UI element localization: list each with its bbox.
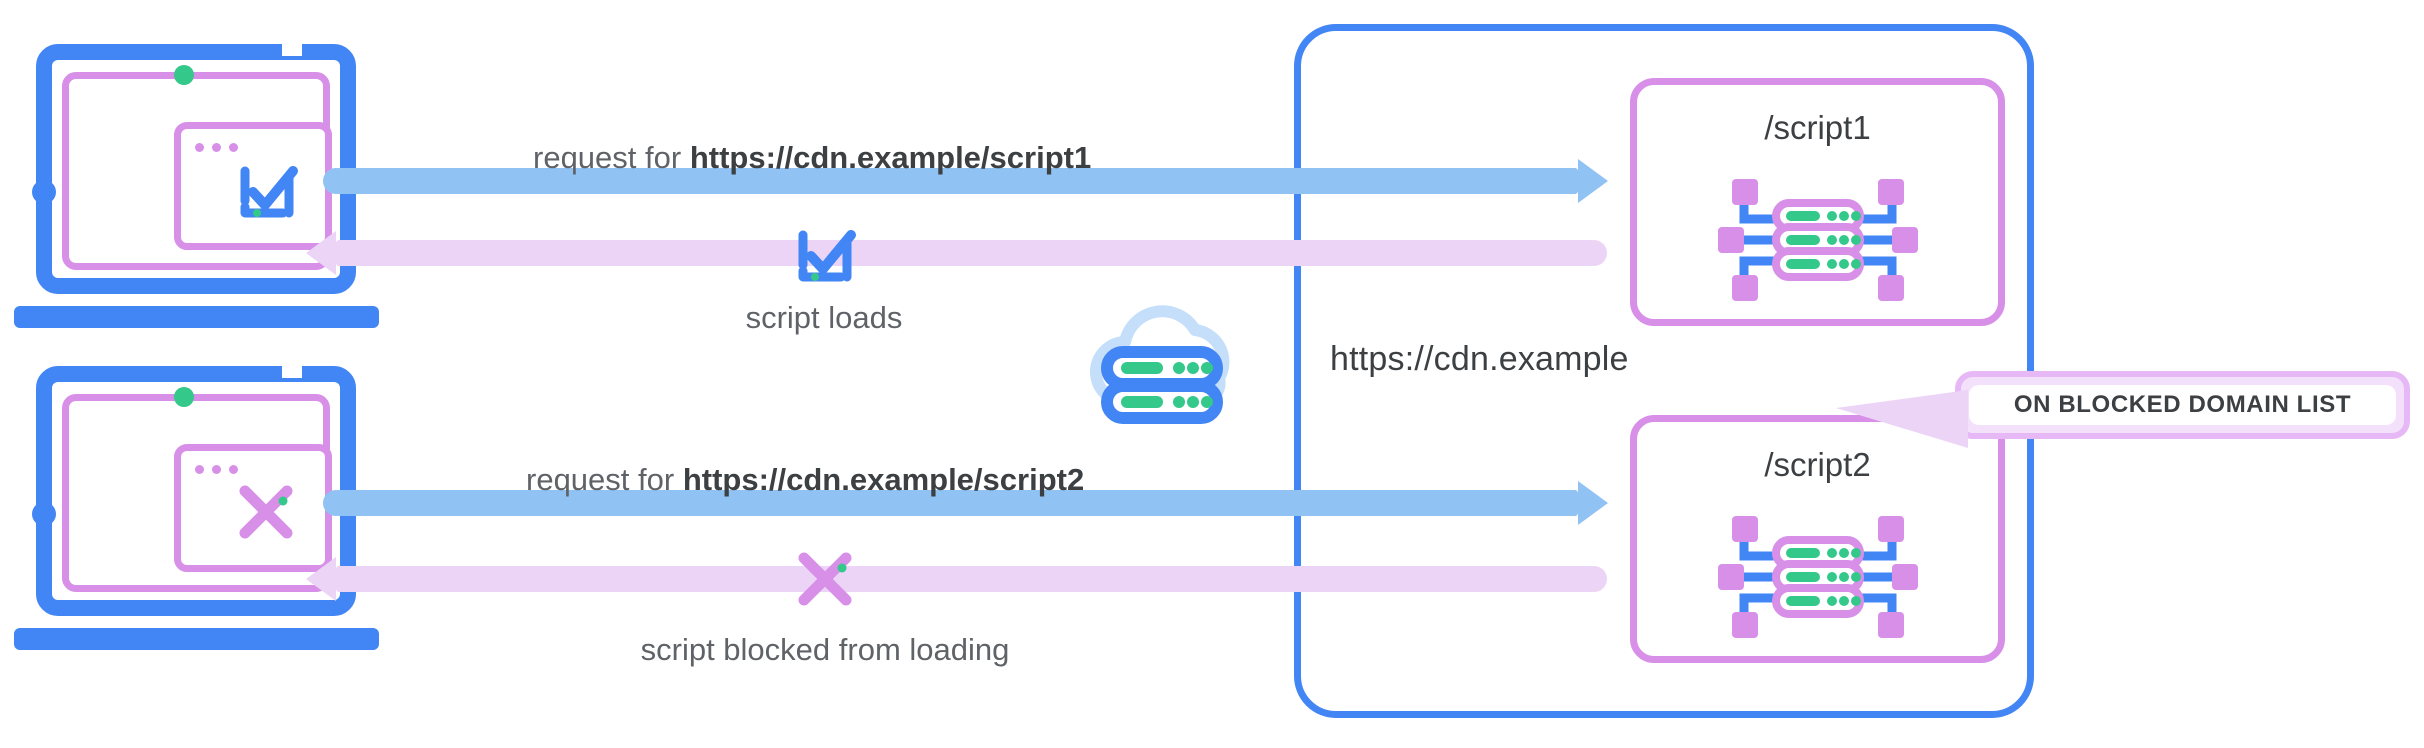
cross-x-icon-result-row2 <box>786 540 864 623</box>
request-prefix-row2: request for <box>526 462 683 497</box>
script-box-script1[interactable]: /script1 <box>1630 78 2005 326</box>
laptop-camera-dot-icon <box>32 502 56 526</box>
cdn-domain-label: https://cdn.example <box>1330 340 1629 378</box>
laptop-row2 <box>14 358 379 666</box>
request-url-row1: https://cdn.example/script1 <box>689 140 1092 175</box>
checkbox-check-icon-result-row1 <box>785 215 863 298</box>
window-dots-icon <box>195 465 238 474</box>
screen-status-dot-icon <box>174 387 194 407</box>
request-url-row2: https://cdn.example/script2 <box>682 462 1085 497</box>
request-arrow-row1 <box>323 159 1608 203</box>
laptop-base <box>14 306 379 328</box>
result-label-row1: script loads <box>745 300 903 335</box>
server-node-icon-script2 <box>1717 512 1918 647</box>
callout-text: ON BLOCKED DOMAIN LIST <box>2013 391 2352 418</box>
request-label-row2: request for https://cdn.example/script2 <box>526 462 1084 498</box>
window-dots-icon <box>195 143 238 152</box>
request-prefix-row1: request for <box>533 140 690 175</box>
response-arrow-row1 <box>306 231 1608 275</box>
script-box-script2[interactable]: /script2 <box>1630 415 2005 663</box>
script-box-title-script2: /script2 <box>1764 446 1871 483</box>
server-node-icon-script1 <box>1717 175 1918 310</box>
callout-pointer-icon <box>1836 386 1976 456</box>
browser-window-row1 <box>174 122 332 250</box>
result-label-row2: script blocked from loading <box>640 632 1010 667</box>
laptop-camera-dot-icon <box>32 180 56 204</box>
response-arrow-row2 <box>306 557 1608 601</box>
cloud-server-icon <box>1075 290 1255 435</box>
screen-status-dot-icon <box>174 65 194 85</box>
laptop-row1 <box>14 36 379 344</box>
callout-inner-panel: ON BLOCKED DOMAIN LIST <box>1969 385 2396 425</box>
cross-x-icon <box>227 473 305 556</box>
blocked-domain-callout[interactable]: ON BLOCKED DOMAIN LIST <box>1955 371 2410 439</box>
checkbox-check-icon <box>227 151 305 234</box>
browser-window-row2 <box>174 444 332 572</box>
laptop-lid-notch <box>282 36 302 56</box>
laptop-base <box>14 628 379 650</box>
request-arrow-row2 <box>323 481 1608 525</box>
script-box-title-script1: /script1 <box>1764 109 1871 146</box>
laptop-lid-notch <box>282 358 302 378</box>
request-label-row1: request for https://cdn.example/script1 <box>533 140 1091 176</box>
